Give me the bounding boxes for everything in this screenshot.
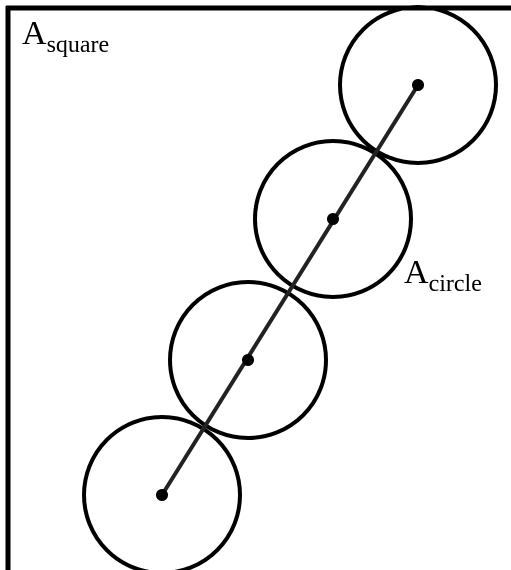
label-a-circle-sub: circle bbox=[428, 271, 482, 297]
center-line bbox=[160, 83, 420, 497]
center-dot-4 bbox=[156, 489, 168, 501]
circle-1 bbox=[338, 5, 498, 165]
center-dot-1 bbox=[412, 79, 424, 91]
label-a-square-sub: square bbox=[46, 32, 110, 58]
label-a-circle: Acircle bbox=[404, 254, 482, 297]
circle-2 bbox=[253, 139, 413, 299]
center-dot-2 bbox=[327, 213, 339, 225]
label-a-square: Asquare bbox=[22, 15, 109, 58]
circle-4 bbox=[82, 415, 242, 570]
label-a-square-main: A bbox=[22, 15, 47, 52]
circle-3 bbox=[168, 280, 328, 440]
label-a-circle-main: A bbox=[404, 254, 429, 291]
center-dot-3 bbox=[242, 354, 254, 366]
